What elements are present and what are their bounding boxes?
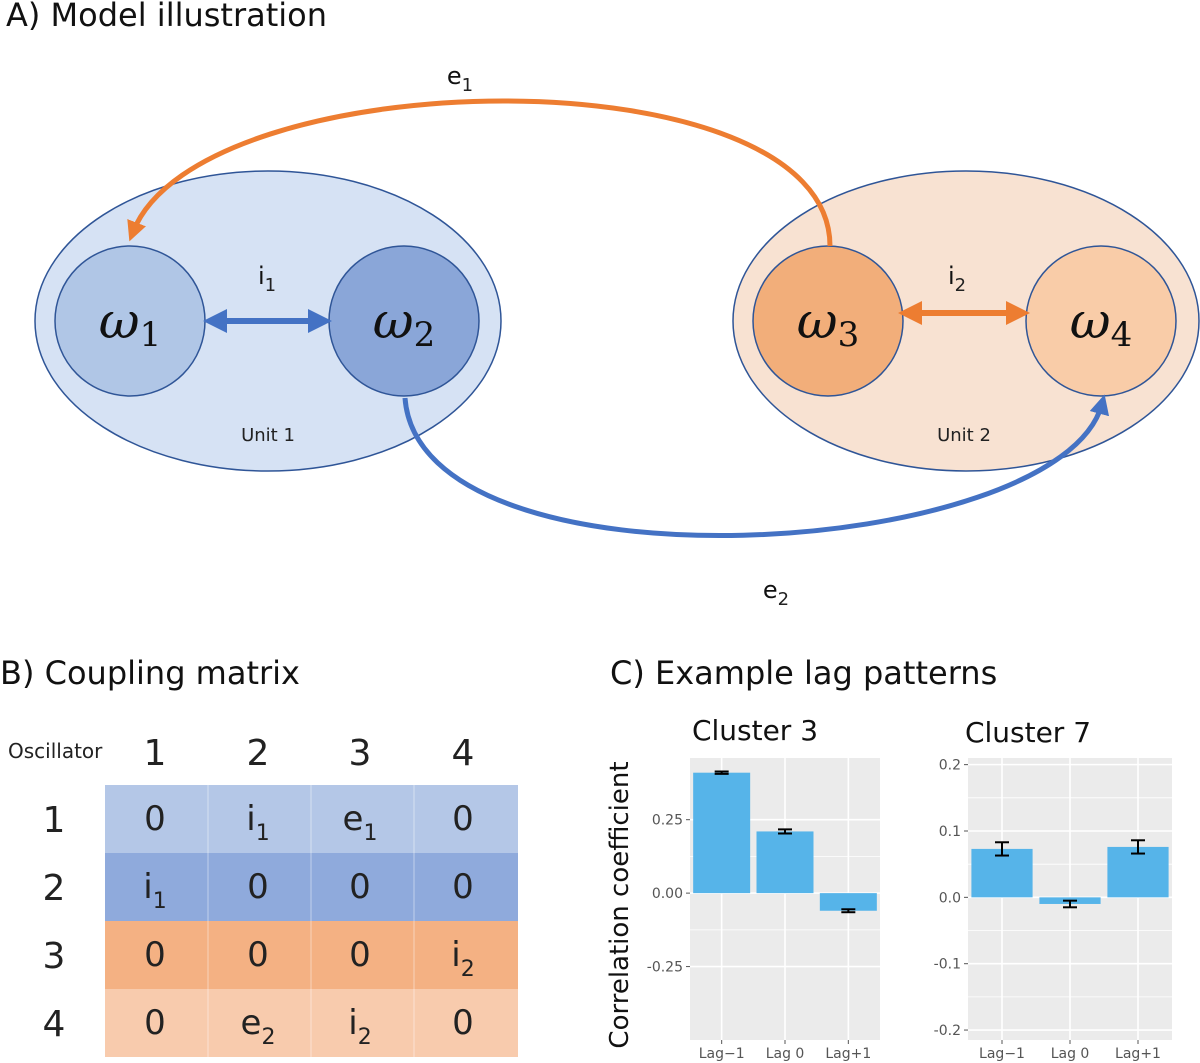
matrix-cell: 0	[452, 1003, 474, 1043]
chart-bar	[1107, 846, 1169, 898]
matrix-cell: 0	[144, 935, 166, 975]
matrix-cell: 0	[452, 867, 474, 907]
panel-b-title: B) Coupling matrix	[0, 654, 300, 692]
chart-x-tick-label: Lag 0	[1051, 1046, 1090, 1062]
matrix-cell: i2	[348, 1003, 371, 1050]
chart-bar	[819, 893, 877, 911]
coupling-e1-label: e1	[447, 62, 473, 96]
coupling-matrix: 1 2 3 4 1 2 3 4 0 i1 e1 0 i1 0 0 0 0 0 0 i2 0 e2 i2 0	[43, 733, 518, 1057]
matrix-cell: 0	[349, 935, 371, 975]
chart-y-tick-label: -0.25	[647, 960, 683, 976]
chart-y-tick-label: 0.0	[939, 890, 961, 906]
chart-y-tick-label: -0.2	[934, 1023, 961, 1039]
panel-c-title: C) Example lag patterns	[610, 654, 997, 692]
oscillator-2-label: ω2	[373, 292, 435, 355]
matrix-col-header: 3	[349, 733, 372, 774]
chart-y-tick-label: -0.1	[934, 957, 961, 973]
coupling-e2-arrow	[402, 394, 1110, 539]
coupling-i2-label: i2	[948, 262, 966, 296]
unit-2-label: Unit 2	[937, 425, 991, 446]
matrix-row-header: 1	[43, 800, 66, 841]
matrix-row-band	[105, 921, 518, 989]
chart-y-tick-label: 0.00	[652, 886, 683, 902]
matrix-cell: 0	[144, 1003, 166, 1043]
matrix-col-header: 2	[247, 733, 270, 774]
chart-y-axis-label: Correlation coefficient	[605, 761, 635, 1048]
matrix-row-header: 2	[43, 868, 66, 909]
chart-title: Cluster 7	[965, 716, 1091, 749]
matrix-row-header: 3	[43, 936, 66, 977]
chart-y-tick-label: 0.2	[939, 758, 961, 774]
matrix-cell: e1	[343, 799, 378, 846]
matrix-row-header-label: Oscillator	[8, 739, 103, 763]
chart-y-tick-label: 0.1	[939, 824, 961, 840]
chart-bar	[693, 772, 751, 894]
chart-x-tick-label: Lag+1	[1115, 1046, 1161, 1062]
coupling-e2-label: e2	[763, 576, 789, 610]
chart-x-tick-label: Lag−1	[699, 1046, 745, 1062]
matrix-cell: i1	[246, 799, 269, 846]
chart-x-tick-label: Lag−1	[979, 1046, 1025, 1062]
matrix-row-band	[105, 989, 518, 1057]
matrix-row-band	[105, 853, 518, 921]
matrix-cell: e2	[241, 1003, 276, 1050]
chart-bar	[756, 831, 814, 894]
matrix-cell: i2	[451, 935, 474, 982]
coupling-i1-label: i1	[258, 262, 276, 296]
matrix-cell: 0	[452, 799, 474, 839]
matrix-cell: 0	[144, 799, 166, 839]
chart-y-tick-label: 0.25	[652, 813, 683, 829]
matrix-cell: 0	[349, 867, 371, 907]
matrix-cell: 0	[247, 867, 269, 907]
chart-title: Cluster 3	[692, 714, 818, 747]
chart-bar	[971, 848, 1033, 898]
unit-1-label: Unit 1	[241, 425, 295, 446]
matrix-row-band	[105, 785, 518, 853]
oscillator-4-label: ω4	[1070, 292, 1132, 355]
coupling-e1-arrow	[127, 98, 833, 247]
chart-x-tick-label: Lag 0	[766, 1046, 805, 1062]
matrix-col-header: 4	[452, 733, 475, 774]
matrix-row-header: 4	[43, 1004, 66, 1045]
chart-x-tick-label: Lag+1	[825, 1046, 871, 1062]
matrix-cell: i1	[143, 867, 166, 914]
matrix-col-header: 1	[144, 733, 167, 774]
panel-a-title: A) Model illustration	[6, 0, 327, 34]
oscillator-3-label: ω3	[797, 292, 859, 355]
matrix-cell: 0	[247, 935, 269, 975]
oscillator-1-label: ω1	[99, 292, 161, 355]
